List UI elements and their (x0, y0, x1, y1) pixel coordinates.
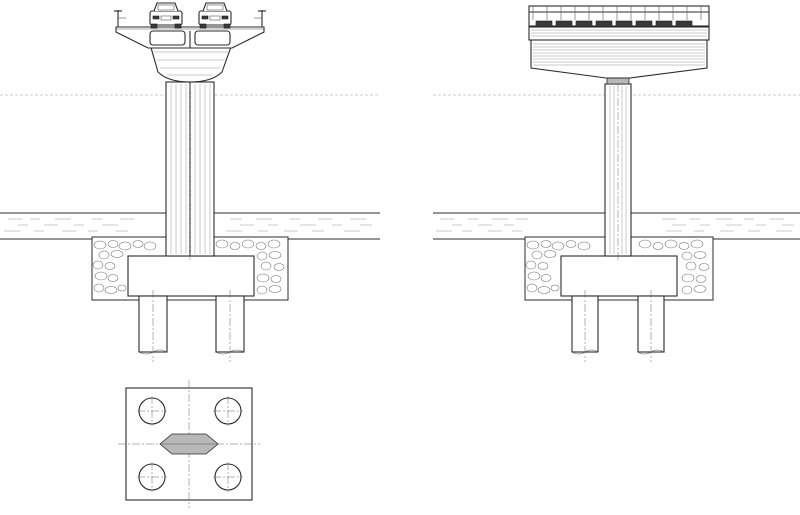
vehicles-on-deck (149, 2, 232, 29)
pile-circles (137, 396, 243, 492)
car-left (149, 2, 183, 29)
foundation-plan-view (118, 380, 260, 508)
side-elevation-view (433, 5, 800, 362)
foundation-piles (138, 290, 245, 362)
box-girder-deck (115, 26, 265, 49)
deck-railings (114, 10, 266, 27)
pier-section-hexagon (159, 433, 219, 455)
pier-column-side (604, 70, 632, 262)
front-elevation-view (0, 2, 380, 362)
car-right (198, 2, 232, 29)
pier-columns (165, 70, 215, 262)
pier-head (149, 43, 233, 83)
pile-cap-side (560, 255, 678, 297)
foundation-piles-side (571, 290, 665, 362)
pile-cap (127, 255, 255, 297)
pier-head-side (530, 39, 708, 79)
deck-edge-side (528, 5, 710, 41)
bearing-block (606, 77, 630, 85)
